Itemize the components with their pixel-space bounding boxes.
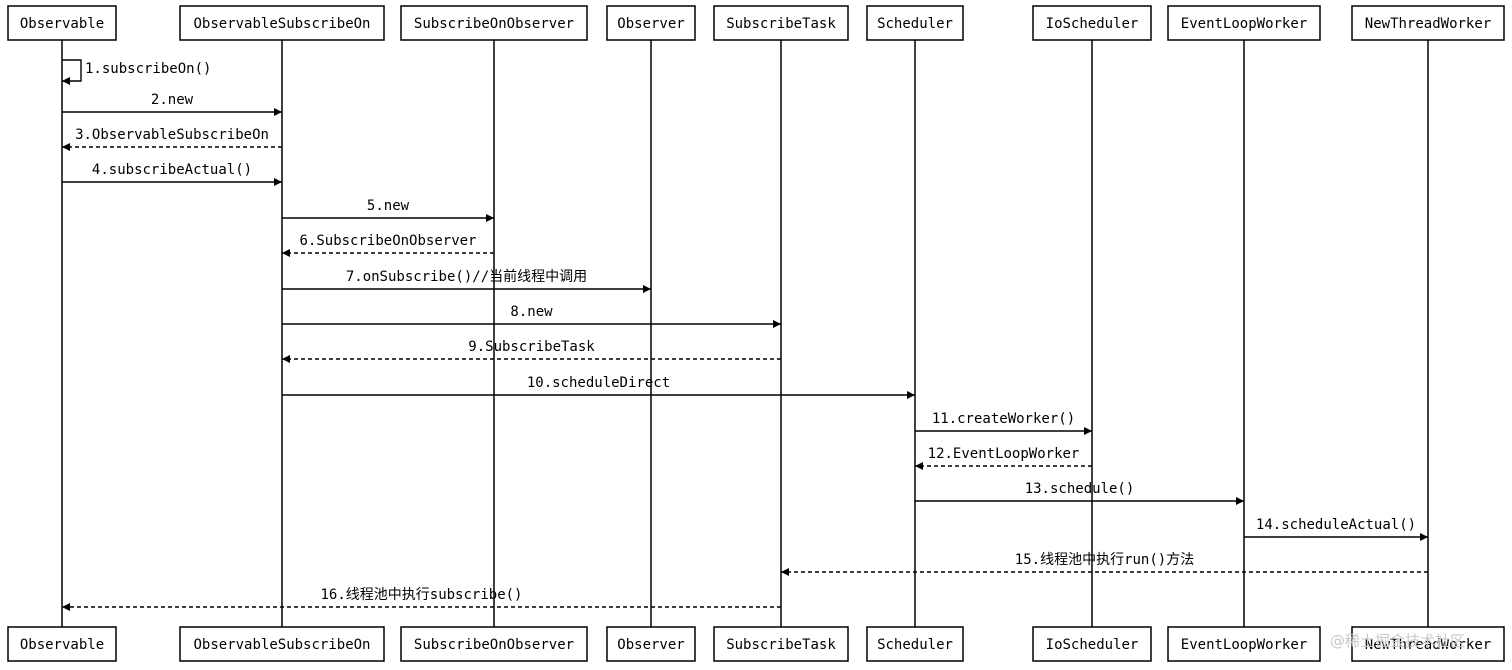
message-label: 3.ObservableSubscribeOn (75, 127, 269, 143)
watermark-text: @稀土掘金技术社区 (1330, 632, 1465, 650)
participant-box (1032, 5, 1152, 41)
message-4: 4.subscribeActual() (62, 162, 282, 186)
participant-io-scheduler-bottom: IoScheduler (1032, 626, 1152, 662)
participant-box (866, 626, 964, 662)
message-label: 4.subscribeActual() (92, 162, 252, 178)
participant-label: Scheduler (877, 16, 953, 32)
message-label: 2.new (151, 92, 194, 108)
self-call-arrow (62, 59, 82, 85)
participant-observable-bottom: Observable (7, 626, 117, 662)
message-10: 10.scheduleDirect (282, 375, 915, 399)
participant-observable-subscribe-on-bottom: ObservableSubscribeOn (179, 626, 385, 662)
participant-label: SubscribeOnObserver (414, 637, 574, 653)
participant-scheduler-bottom: Scheduler (866, 626, 964, 662)
participant-new-thread-worker-bottom: NewThreadWorker (1351, 626, 1505, 662)
message-label: 10.scheduleDirect (527, 375, 670, 391)
participant-box (1167, 5, 1321, 41)
participant-label: SubscribeTask (726, 16, 836, 32)
message-label: 15.线程池中执行run()方法 (1015, 552, 1194, 568)
message-9: 9.SubscribeTask (282, 339, 781, 363)
participant-subscribe-on-observer-top: SubscribeOnObserver (400, 5, 588, 41)
participant-subscribe-task-bottom: SubscribeTask (713, 626, 849, 662)
participant-box (179, 5, 385, 41)
message-label: 11.createWorker() (932, 411, 1075, 427)
participant-box (1351, 5, 1505, 41)
participant-box (713, 5, 849, 41)
participant-label: Scheduler (877, 637, 953, 653)
message-label: 16.线程池中执行subscribe() (320, 587, 522, 603)
message-label: 12.EventLoopWorker (928, 446, 1080, 462)
participant-label: SubscribeTask (726, 637, 836, 653)
message-5: 5.new (282, 198, 494, 222)
message-8: 8.new (282, 304, 781, 328)
participant-label: Observer (617, 16, 684, 32)
participant-footer-row: Observable ObservableSubscribeOn Subscribe… (7, 626, 1505, 662)
participant-label: IoScheduler (1046, 637, 1139, 653)
participant-label: Observable (20, 637, 104, 653)
message-13: 13.schedule() (915, 481, 1244, 505)
participant-box (713, 626, 849, 662)
participant-box (400, 5, 588, 41)
participant-label: ObservableSubscribeOn (193, 637, 370, 653)
participant-label: ObservableSubscribeOn (193, 16, 370, 32)
message-label: 5.new (367, 198, 410, 214)
participant-io-scheduler-top: IoScheduler (1032, 5, 1152, 41)
participant-label: Observable (20, 16, 104, 32)
participant-label: IoScheduler (1046, 16, 1139, 32)
message-label: 7.onSubscribe()//当前线程中调用 (346, 268, 587, 285)
participant-box (7, 626, 117, 662)
message-6: 6.SubscribeOnObserver (282, 233, 494, 257)
participant-observer-bottom: Observer (606, 626, 696, 662)
message-label: 6.SubscribeOnObserver (299, 233, 476, 249)
participant-observable-subscribe-on-top: ObservableSubscribeOn (179, 5, 385, 41)
participant-label: NewThreadWorker (1365, 637, 1491, 653)
participant-label: SubscribeOnObserver (414, 16, 574, 32)
participant-subscribe-task-top: SubscribeTask (713, 5, 849, 41)
participant-label: EventLoopWorker (1181, 637, 1307, 653)
message-15: 15.线程池中执行run()方法 (781, 552, 1428, 576)
message-1: 1.subscribeOn() (62, 59, 211, 85)
participant-box (606, 626, 696, 662)
message-label: 1.subscribeOn() (85, 61, 211, 77)
participant-label: Observer (617, 637, 684, 653)
lifelines (61, 40, 1429, 627)
message-3: 3.ObservableSubscribeOn (62, 127, 282, 151)
participant-box (606, 5, 696, 41)
message-label: 9.SubscribeTask (468, 339, 595, 355)
participant-box (179, 626, 385, 662)
message-12: 12.EventLoopWorker (915, 446, 1092, 470)
participant-observer-top: Observer (606, 5, 696, 41)
participant-subscribe-on-observer-bottom: SubscribeOnObserver (400, 626, 588, 662)
participant-header-row: Observable ObservableSubscribeOn Subscribe… (7, 5, 1505, 41)
participant-box (400, 626, 588, 662)
participant-label: EventLoopWorker (1181, 16, 1307, 32)
message-14: 14.scheduleActual() (1244, 517, 1428, 541)
participant-observable-top: Observable (7, 5, 117, 41)
message-16: 16.线程池中执行subscribe() (62, 587, 781, 611)
participant-box (866, 5, 964, 41)
participant-box (1167, 626, 1321, 662)
participant-event-loop-worker-bottom: EventLoopWorker (1167, 626, 1321, 662)
message-label: 13.schedule() (1025, 481, 1135, 497)
message-2: 2.new (62, 92, 282, 116)
messages: 1.subscribeOn() 2.new 3.ObservableSubscrib… (62, 59, 1428, 611)
message-label: 8.new (510, 304, 553, 320)
participant-box (1032, 626, 1152, 662)
participant-new-thread-worker-top: NewThreadWorker (1351, 5, 1505, 41)
participant-event-loop-worker-top: EventLoopWorker (1167, 5, 1321, 41)
participant-box (7, 5, 117, 41)
participant-box (1351, 626, 1505, 662)
message-7: 7.onSubscribe()//当前线程中调用 (282, 268, 651, 293)
message-11: 11.createWorker() (915, 411, 1092, 435)
participant-label: NewThreadWorker (1365, 16, 1491, 32)
message-label: 14.scheduleActual() (1256, 517, 1416, 533)
participant-scheduler-top: Scheduler (866, 5, 964, 41)
